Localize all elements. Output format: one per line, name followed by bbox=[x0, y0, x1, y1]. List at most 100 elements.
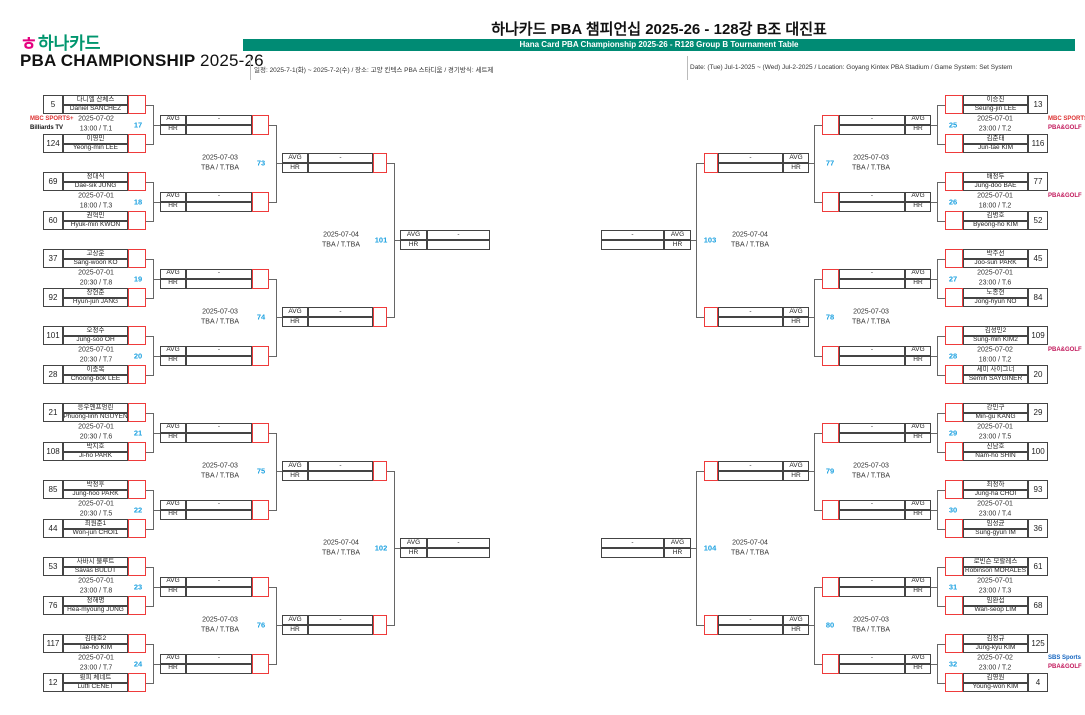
player-seed: 101 bbox=[43, 326, 63, 345]
match-time-table: 23:00 / T.3 bbox=[978, 587, 1012, 594]
round2-entry-avg-value: - bbox=[186, 191, 252, 202]
round3-entry-avg-label: AVG bbox=[282, 153, 308, 163]
connector-line bbox=[695, 625, 704, 627]
connector-line bbox=[269, 124, 278, 126]
round2-entry-avg-value: - bbox=[839, 576, 905, 587]
player-name-korean: 박주선 bbox=[963, 249, 1028, 259]
hana-card-logo-icon: ㅎ bbox=[20, 34, 38, 55]
connector-line bbox=[269, 509, 278, 511]
connector-line bbox=[936, 451, 945, 453]
round3-entry-avg-label: AVG bbox=[282, 461, 308, 471]
player-score-box bbox=[128, 519, 146, 538]
broadcaster-logo: PBA&GOLF bbox=[1048, 193, 1082, 199]
match-date: 2025-07-01 bbox=[977, 577, 1013, 585]
round2-entry-hr-value bbox=[839, 432, 905, 443]
broadcaster-logo: SBS Sports bbox=[1048, 655, 1082, 661]
round3-entry-hr-label: HR bbox=[282, 317, 308, 327]
round3-score-box bbox=[704, 307, 718, 327]
match-number: 102 bbox=[374, 543, 388, 553]
round2-score-box bbox=[822, 576, 839, 597]
player-name-english: Choong-bok LEE bbox=[63, 374, 128, 384]
match-date: 2025-07-03 bbox=[853, 154, 889, 162]
match-time-table: 20:30 / T.5 bbox=[79, 510, 113, 517]
match-time-table: 23:00 / T.7 bbox=[79, 664, 113, 671]
match-number: 17 bbox=[133, 120, 143, 129]
round3-score-box bbox=[373, 153, 387, 173]
hana-card-logo-text: 하나카드 bbox=[38, 34, 101, 53]
connector-line bbox=[929, 586, 938, 588]
connector-line bbox=[929, 432, 938, 434]
connector-line bbox=[813, 586, 822, 588]
match-number: 79 bbox=[825, 466, 835, 476]
round2-entry-avg-value: - bbox=[186, 499, 252, 510]
player-name-korean: 고상운 bbox=[63, 249, 128, 259]
semifinal-entry-avg-value: - bbox=[601, 538, 664, 548]
round2-score-box bbox=[252, 499, 269, 520]
semifinal-entry-avg-value: - bbox=[427, 538, 490, 548]
connector-line bbox=[146, 451, 155, 453]
player-score-box bbox=[128, 326, 146, 345]
semifinal-entry-avg-value: - bbox=[427, 230, 490, 240]
round3-entry-hr-value bbox=[308, 471, 373, 481]
match-date: 2025-07-01 bbox=[78, 269, 114, 277]
round2-entry-hr-label: HR bbox=[905, 278, 931, 289]
player-seed: 116 bbox=[1028, 134, 1048, 153]
round2-score-box bbox=[252, 345, 269, 366]
player-name-korean: 김병호 bbox=[963, 211, 1028, 221]
player-name-korean: 임완섭 bbox=[963, 596, 1028, 606]
connector-line bbox=[269, 201, 278, 203]
player-score-box bbox=[945, 211, 963, 230]
player-score-box bbox=[128, 211, 146, 230]
player-seed: 124 bbox=[43, 134, 63, 153]
round2-entry-avg-value: - bbox=[186, 345, 252, 356]
player-score-box bbox=[128, 95, 146, 114]
connector-line bbox=[813, 509, 822, 511]
player-seed: 4 bbox=[1028, 673, 1048, 692]
match-date: 2025-07-01 bbox=[977, 500, 1013, 508]
match-number: 23 bbox=[133, 582, 143, 591]
semifinal-entry-hr-value bbox=[601, 548, 664, 558]
round2-entry-avg-label: AVG bbox=[160, 114, 186, 125]
connector-line bbox=[387, 625, 396, 627]
match-time-table: TBA / T.TBA bbox=[852, 472, 890, 480]
connector-line bbox=[813, 278, 822, 280]
connector-line bbox=[269, 432, 278, 434]
player-seed: 93 bbox=[1028, 480, 1048, 499]
match-date: 2025-07-02 bbox=[78, 115, 114, 123]
connector-line bbox=[936, 643, 945, 645]
match-time-table: TBA / T.TBA bbox=[852, 626, 890, 634]
championship-year: 2025-26 bbox=[200, 51, 264, 70]
page-subtitle: Hana Card PBA Championship 2025-26 - R12… bbox=[519, 40, 799, 49]
player-name-korean: 응우옌프엉린 bbox=[63, 403, 128, 413]
player-seed: 53 bbox=[43, 557, 63, 576]
match-number: 20 bbox=[133, 351, 143, 360]
player-seed: 12 bbox=[43, 673, 63, 692]
match-number: 76 bbox=[256, 620, 266, 630]
round3-entry-avg-value: - bbox=[308, 307, 373, 317]
match-time-table: TBA / T.TBA bbox=[852, 318, 890, 326]
semifinal-entry-hr-label: HR bbox=[664, 548, 691, 558]
connector-line bbox=[695, 471, 704, 473]
match-number: 26 bbox=[948, 197, 958, 206]
match-number: 80 bbox=[825, 620, 835, 630]
connector-line bbox=[276, 625, 284, 627]
round3-entry-avg-label: AVG bbox=[282, 615, 308, 625]
match-number: 28 bbox=[948, 351, 958, 360]
match-date: 2025-07-01 bbox=[78, 654, 114, 662]
round3-entry-hr-value bbox=[308, 625, 373, 635]
connector-line bbox=[387, 317, 396, 319]
round3-entry-avg-value: - bbox=[718, 461, 783, 471]
semifinal-entry-hr-value bbox=[427, 548, 490, 558]
match-time-table: 18:00 / T.3 bbox=[79, 202, 113, 209]
player-score-box bbox=[945, 326, 963, 345]
player-name-korean: 세미 사이그너 bbox=[963, 365, 1028, 375]
round2-score-box bbox=[822, 191, 839, 212]
round2-entry-avg-label: AVG bbox=[160, 499, 186, 510]
player-score-box bbox=[945, 596, 963, 615]
round2-entry-avg-label: AVG bbox=[905, 114, 931, 125]
semifinal-entry-avg-label: AVG bbox=[664, 538, 691, 548]
player-name-english: Sung-min KIM2 bbox=[963, 335, 1028, 345]
round3-entry-hr-value bbox=[718, 625, 783, 635]
player-name-korean: 김준태 bbox=[963, 134, 1028, 144]
player-seed: 45 bbox=[1028, 249, 1048, 268]
